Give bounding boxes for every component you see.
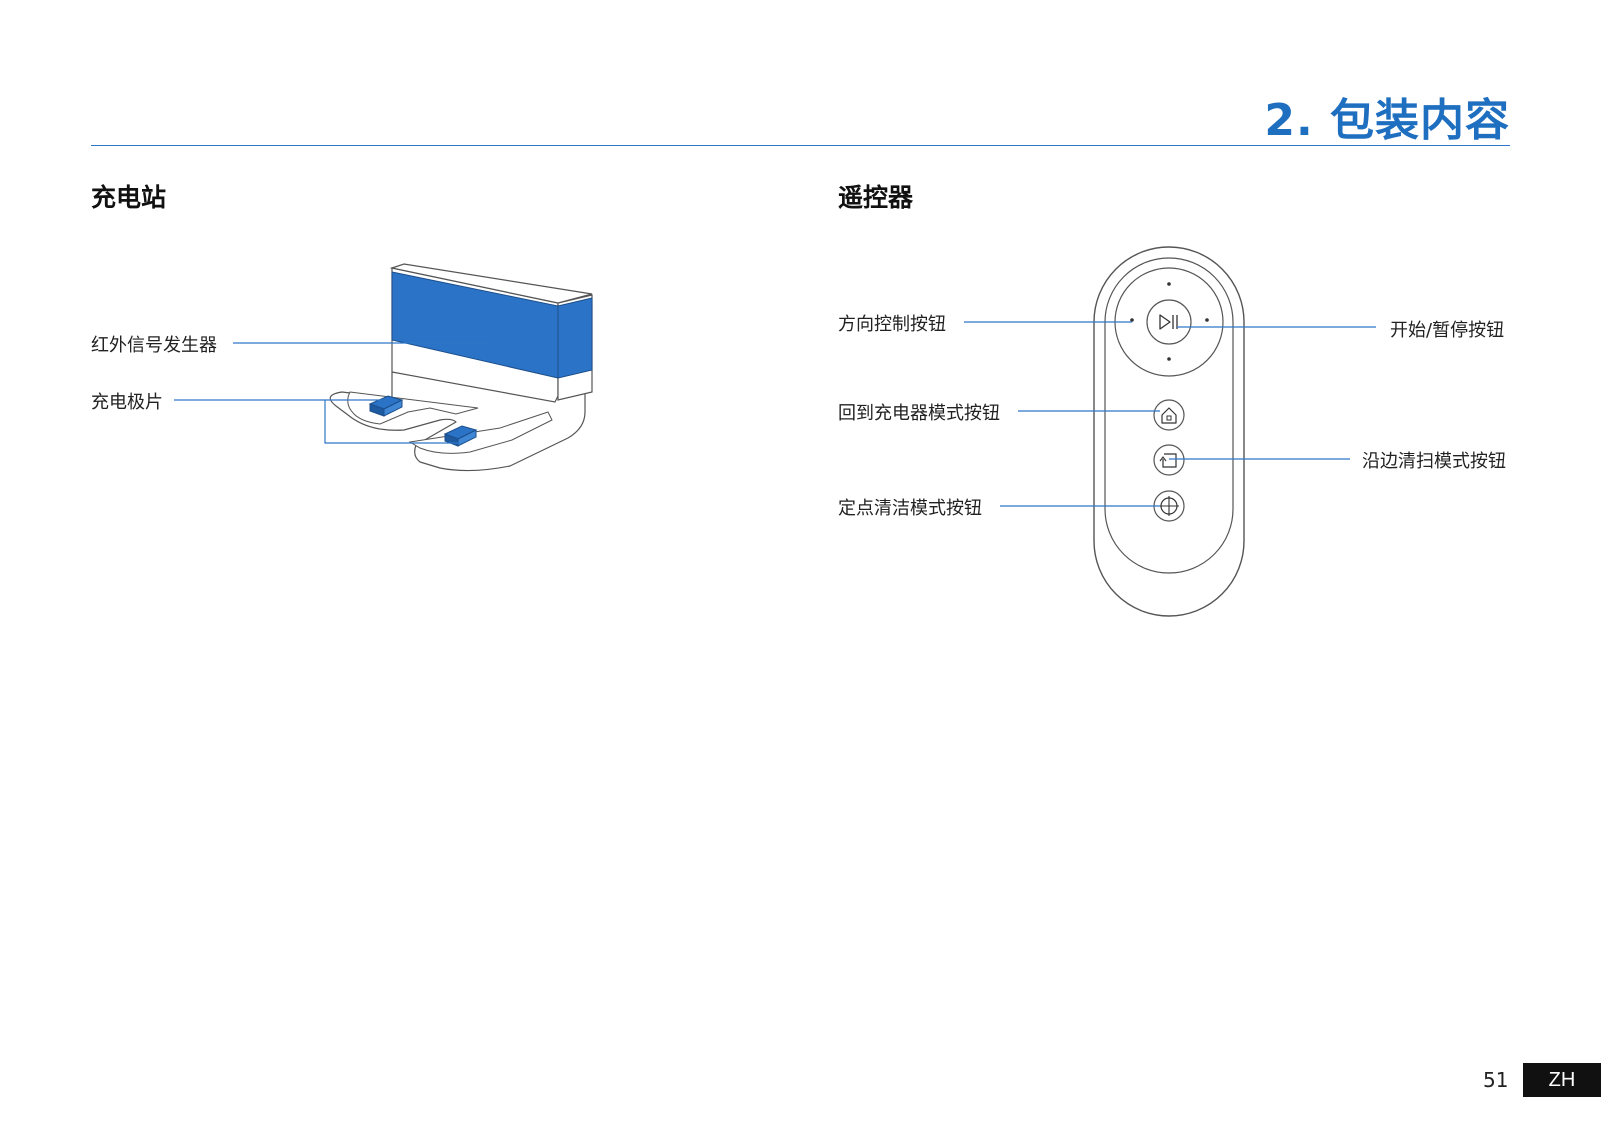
title-divider (91, 145, 1510, 146)
direction-label: 方向控制按钮 (838, 314, 946, 335)
spot-clean-label: 定点清洁模式按钮 (838, 498, 982, 519)
page-number: 51 (1483, 1068, 1509, 1092)
direction-down-dot (1167, 357, 1171, 361)
direction-right-dot (1205, 318, 1209, 322)
spot-clean-icon (1159, 496, 1179, 516)
page-title: 2. 包装内容 (1264, 95, 1510, 146)
direction-up-dot (1167, 282, 1171, 286)
charging-contacts-leader (174, 399, 460, 444)
language-badge: ZH (1523, 1063, 1601, 1097)
return-charge-button[interactable] (1153, 399, 1185, 431)
edge-clean-label: 沿边清扫模式按钮 (1362, 451, 1506, 472)
ir-emitter-label: 红外信号发生器 (91, 335, 217, 356)
edge-clean-button[interactable] (1153, 444, 1185, 476)
charging-contact-left (368, 395, 404, 417)
home-icon (1161, 407, 1177, 424)
start-pause-label: 开始/暂停按钮 (1390, 320, 1505, 341)
direction-left-dot (1130, 318, 1134, 322)
remote-heading: 遥控器 (838, 183, 914, 212)
charging-station-heading: 充电站 (91, 183, 167, 212)
edge-clean-icon (1159, 453, 1177, 468)
return-charge-label: 回到充电器模式按钮 (838, 403, 1000, 424)
charging-contacts-label: 充电极片 (91, 392, 163, 413)
